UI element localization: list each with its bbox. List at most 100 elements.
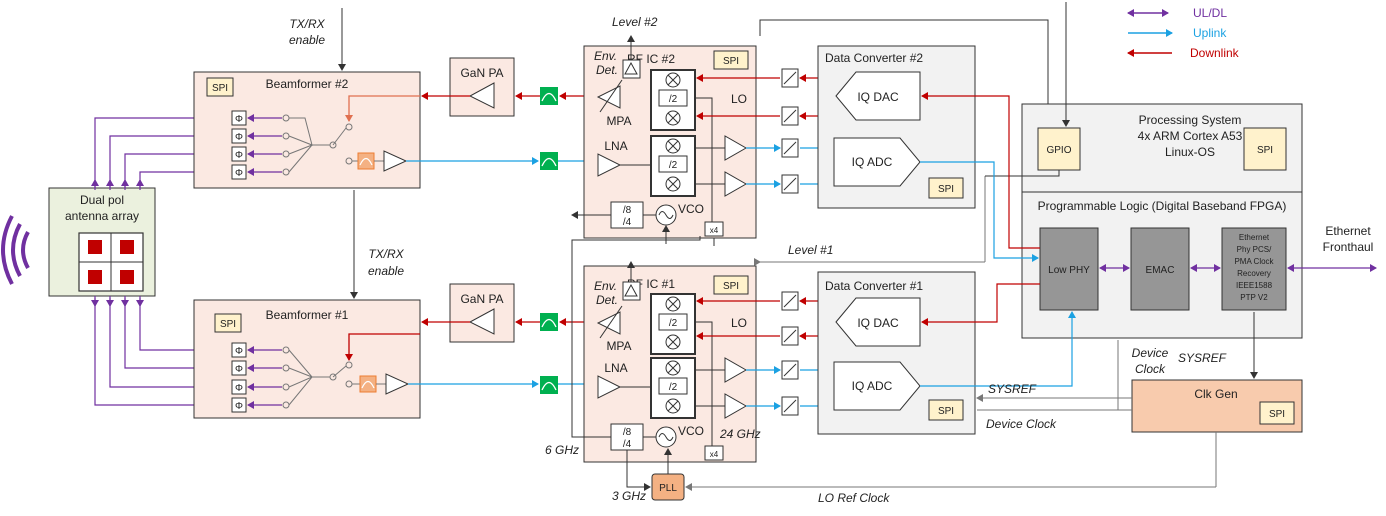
sysref-mid-label: SYSREF [988,382,1037,396]
eth-line: PTP V2 [1240,293,1268,302]
amplifier-icon [383,150,408,172]
bf2-purple-paths [247,114,282,176]
device-clock-right-2: Clock [1135,362,1166,376]
radio-waves-icon [1,215,30,285]
ps-line2: 4x ARM Cortex A53 [1138,129,1243,143]
dc1-adc-label: IQ ADC [852,379,893,393]
sysref-right-label: SYSREF [1178,351,1227,365]
beamformer-1: SPI Beamformer #1 Φ Φ Φ Φ [193,299,421,419]
device-clock-mid-label: Device Clock [986,417,1057,431]
emac-label: EMAC [1146,265,1175,276]
dc1-title: Data Converter #1 [825,279,923,293]
rf-ic-1: Env. Det. RF IC #1 SPI MPA /2 LO /2 LNA … [571,236,757,463]
txrx-enable-mid-2: enable [368,264,404,278]
dc2-spi: SPI [938,184,954,195]
low-phy-block [1039,227,1099,311]
antenna-array: Dual pol antenna array [48,187,156,297]
rfic2-spi: SPI [723,56,739,67]
freq-24ghz: 24 GHz [719,427,761,441]
uplink-rf-paths [406,157,597,388]
phase-shifter-label: Φ [235,150,243,161]
antenna-element [120,270,134,284]
pll: PLL [626,448,685,501]
rfic1-mpa: MPA [606,339,631,353]
dc1-dac-label: IQ DAC [857,316,899,330]
bf1-title: Beamformer #1 [266,308,349,322]
txrx-enable-mid-1: TX/RX [368,247,404,261]
rfic2-div2-top: /2 [669,94,678,105]
antenna-element [120,240,134,254]
eth-line: Phy PCS/ [1237,245,1272,254]
rfic1-x4: x4 [710,450,719,459]
gpio-links [759,2,1070,177]
antenna-label-2: antenna array [65,209,139,223]
ethernet-phy-block [1221,227,1287,311]
emac-block [1130,227,1190,311]
gan-pa-bottom-label: GaN PA [460,292,503,306]
ps-title: Processing System [1139,113,1242,127]
eth-line: Recovery [1237,269,1271,278]
iq-dac [835,71,921,121]
iq-adc [833,137,921,187]
rfic1-spi: SPI [723,281,739,292]
ps-gpio: GPIO [1046,145,1071,156]
rfic2-env: Env. [594,49,617,63]
level2-label: Level #2 [612,15,658,29]
rfic-to-adc [746,144,833,410]
phase-shifter-label: Φ [235,132,243,143]
antenna-element [88,270,102,284]
phase-shifter-label: Φ [235,346,243,357]
legend: UL/DL Uplink Downlink [1127,6,1240,60]
freq-3ghz: 3 GHz [612,489,646,503]
dc1-spi: SPI [938,406,954,417]
eth-line: IEEE1588 [1236,281,1273,290]
rfic1-det: Det. [596,293,618,307]
clkgen-title: Clk Gen [1194,387,1237,401]
ps-line3: Linux-OS [1165,145,1215,159]
ethernet-label-2: Fronthaul [1323,240,1374,254]
rfic1-lna: LNA [604,361,627,375]
rfic1-div2-top: /2 [669,318,678,329]
pl-to-dac-downlink [921,92,1040,326]
iq-dac [835,297,921,347]
amplifier-icon [468,308,495,335]
freq-6ghz: 6 GHz [545,443,579,457]
bf2-title: Beamformer #2 [266,77,349,91]
gan-pa-top-label: GaN PA [460,66,503,80]
txrx-enable-top-2: enable [289,33,325,47]
amplifier-icon [468,82,495,109]
device-clock-right-1: Device [1132,346,1169,360]
phase-shifter-label: Φ [235,364,243,375]
legend-uplink: Uplink [1193,26,1227,40]
data-converter-1: Data Converter #1 IQ DAC IQ ADC SPI [817,271,976,435]
lna-icon [597,375,622,399]
bf1-purple-paths [247,346,282,409]
dc2-dac-label: IQ DAC [857,90,899,104]
rfic2-mpa: MPA [606,114,631,128]
legend-uldl: UL/DL [1193,6,1227,20]
phase-shifter-label: Φ [235,114,243,125]
rfic2-x4: x4 [710,226,719,235]
iq-adc [833,361,921,411]
gan-pa-bottom: GaN PA [449,283,515,343]
bandpass-filters [540,87,558,394]
rf-ic-2: Env. Det. RF IC #2 SPI MPA /2 LO /2 LNA … [571,35,757,244]
phase-shifter-group: Φ Φ Φ Φ [231,342,247,413]
rfic1-env: Env. [594,279,617,293]
rfic1-div2-bottom: /2 [669,382,678,393]
lna-icon [597,153,622,177]
phase-shifter-label: Φ [235,401,243,412]
txrx-enable-top-1: TX/RX [289,17,325,31]
pl-title: Programmable Logic (Digital Baseband FPG… [1038,199,1287,213]
bf1-spi: SPI [220,319,236,330]
rfic1-div8: /8 [623,427,632,438]
bf2-spi: SPI [212,83,228,94]
lo-ref-clock-label: LO Ref Clock [818,491,890,505]
rfic1-vco: VCO [678,424,704,438]
level1-label: Level #1 [788,243,833,257]
processing-system: Processing System 4x ARM Cortex A53 Linu… [1021,103,1377,339]
gan-pa-top: GaN PA [449,57,515,117]
ethernet-label-1: Ethernet [1325,224,1371,238]
rfic2-div2-bottom: /2 [669,160,678,171]
rfic2-lo: LO [731,92,747,106]
